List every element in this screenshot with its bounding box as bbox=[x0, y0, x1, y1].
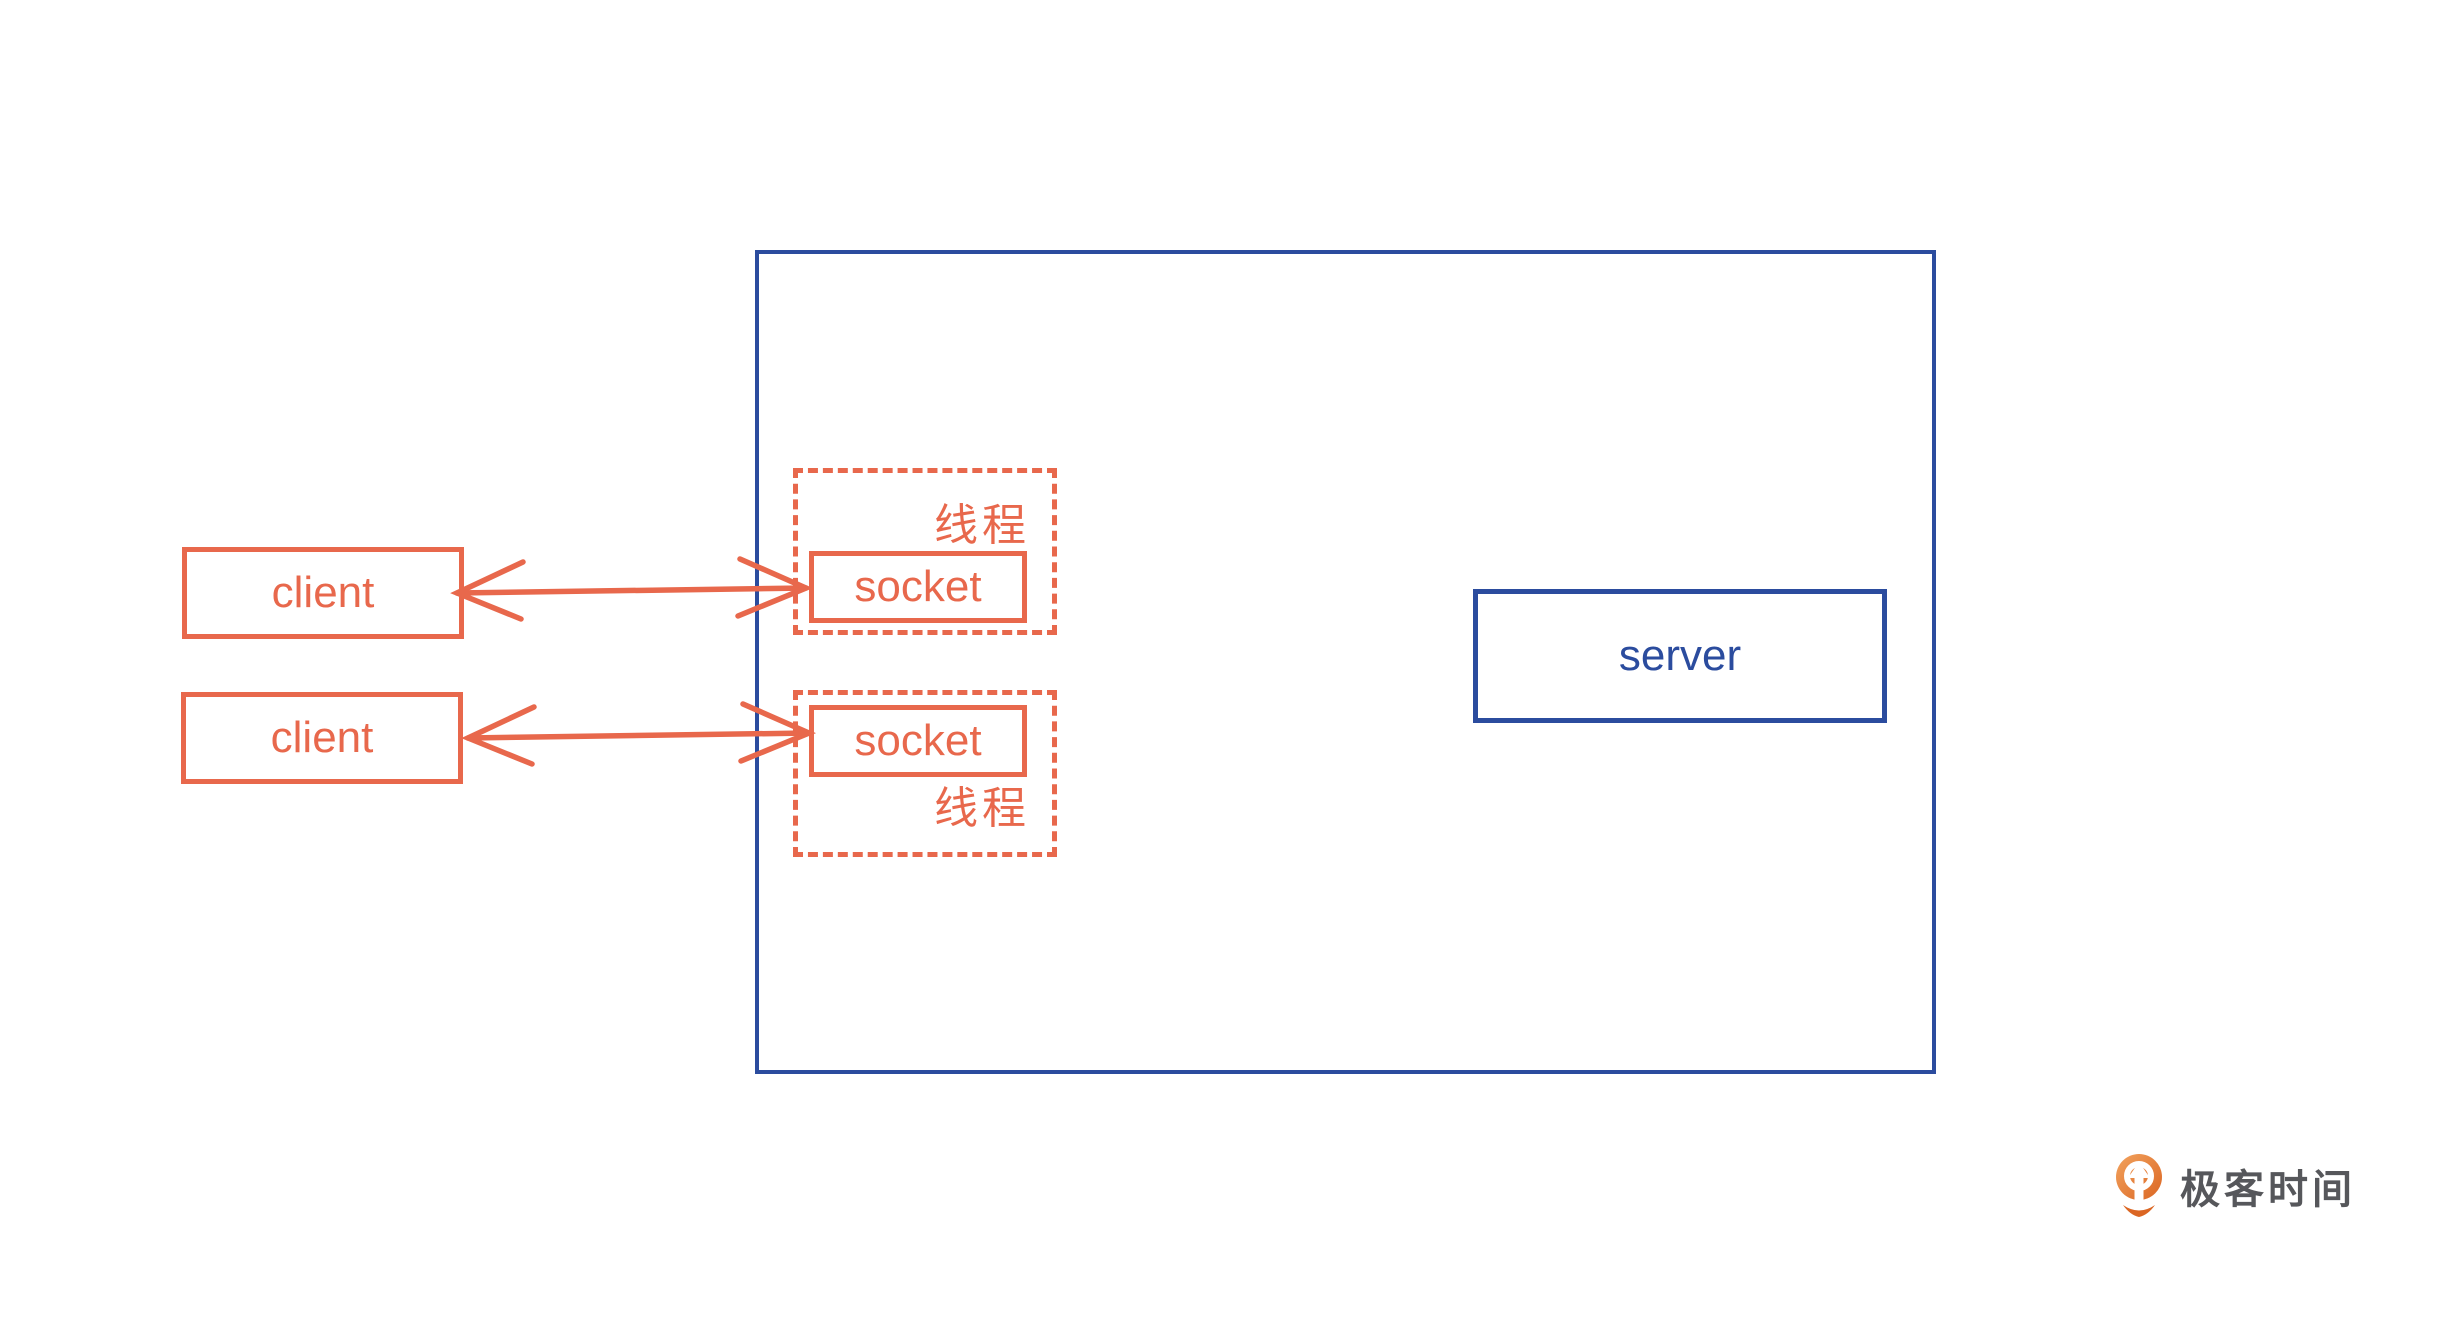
thread-label-2: 线程 bbox=[934, 784, 1030, 833]
server-container-box bbox=[755, 250, 1936, 1074]
logo: 极客时间 bbox=[2114, 1152, 2356, 1220]
client-label-1: client bbox=[271, 568, 375, 617]
logo-text: 极客时间 bbox=[2180, 1168, 2356, 1212]
client-box-2: client bbox=[181, 692, 463, 784]
socket-box-1: socket bbox=[809, 551, 1027, 623]
bidirectional-arrow-1 bbox=[450, 556, 814, 622]
geektime-logo-icon bbox=[2116, 1154, 2162, 1217]
server-box: server bbox=[1473, 589, 1887, 723]
socket-box-2: socket bbox=[809, 705, 1027, 777]
client-box-1: client bbox=[182, 547, 464, 639]
thread-box-2: 线程 bbox=[793, 690, 1057, 857]
client-label-2: client bbox=[270, 713, 374, 762]
server-label: server bbox=[1618, 631, 1742, 680]
thread-label-1: 线程 bbox=[934, 501, 1030, 550]
socket-label-1: socket bbox=[854, 562, 982, 611]
socket-label-2: socket bbox=[854, 716, 982, 765]
thread-box-1: 线程 bbox=[793, 468, 1057, 635]
